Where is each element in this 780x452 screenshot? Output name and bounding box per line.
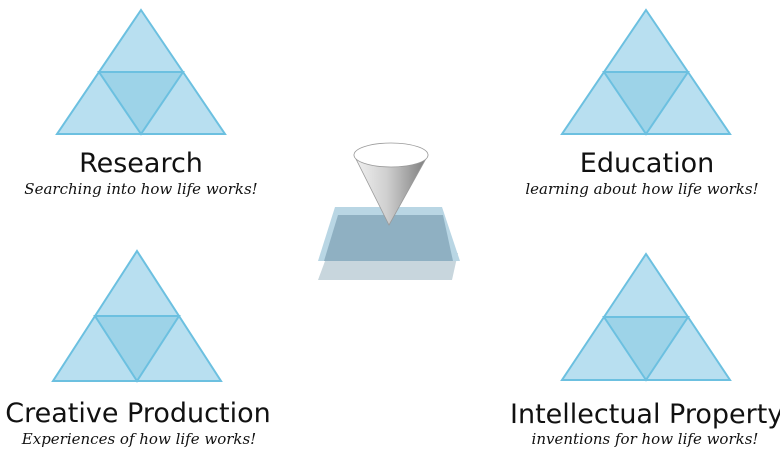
education-title: Education [579,148,715,179]
research-subtitle: Searching into how life works! [24,180,258,198]
research-title: Research [79,148,203,179]
intellectual-property-subtitle: inventions for how life works! [531,430,759,448]
cone-top [353,142,429,168]
creative-production-title: Creative Production [5,398,271,429]
top-plane [324,215,453,261]
triforce-triangle-icon [55,8,227,136]
triforce-triangle-icon [560,8,732,136]
intellectual-property-title: Intellectual Property [510,399,780,430]
cone-on-plane-icon [318,142,460,280]
triforce-triangle-icon [51,249,223,383]
triforce-triangle-icon [560,252,732,382]
education-subtitle: learning about how life works! [525,180,759,198]
creative-production-subtitle: Experiences of how life works! [21,430,257,448]
